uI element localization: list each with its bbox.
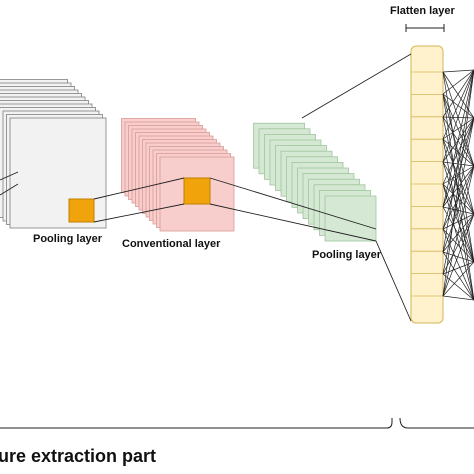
dense-edge: [442, 273, 474, 301]
dense-connections: [442, 69, 474, 301]
dense-edge: [442, 117, 474, 140]
dense-edge: [442, 69, 474, 253]
dense-edge: [442, 69, 474, 140]
dense-edge: [442, 116, 474, 167]
dense-edge: [442, 206, 474, 263]
dense-edge: [442, 161, 474, 263]
pooling-layer-1-stack: [0, 79, 107, 229]
connection-line: [93, 177, 185, 200]
feature-extraction-part-label: ure extraction part: [0, 446, 157, 466]
dense-edge: [442, 69, 474, 95]
classification-brace: [399, 417, 474, 429]
dense-edge: [442, 117, 474, 185]
dense-edge: [442, 228, 474, 301]
conventional-layer-stack: [121, 118, 235, 232]
dense-edge: [442, 183, 474, 215]
dense-edge: [442, 71, 474, 119]
dense-edge: [442, 71, 474, 167]
connection-line: [301, 53, 412, 119]
dense-edge: [442, 161, 474, 167]
dense-edge: [442, 116, 474, 119]
dense-edge: [442, 213, 474, 253]
dense-edge: [442, 138, 474, 167]
connection-line: [0, 171, 19, 181]
dense-edge: [442, 213, 474, 230]
dense-edge: [442, 261, 474, 297]
dense-edge: [442, 165, 474, 253]
dense-edge: [442, 213, 474, 297]
dense-edge: [442, 213, 474, 275]
dense-edge: [442, 165, 474, 185]
dense-edge: [442, 69, 474, 73]
pooling-layer-1-label: Pooling layer: [33, 233, 103, 245]
dense-edge: [442, 117, 474, 275]
flatten-layer-column: [410, 45, 444, 324]
dense-edge: [442, 183, 474, 301]
dense-edge: [442, 71, 474, 263]
dense-edge: [442, 161, 474, 215]
dense-edge: [442, 93, 474, 215]
feature-extraction-brace: [0, 421, 393, 429]
dense-edge: [442, 69, 474, 118]
dense-edge: [442, 138, 474, 301]
pooling-layer-2-stack: [253, 122, 377, 242]
dense-edge: [442, 183, 474, 263]
conventional-layer-label: Conventional layer: [122, 238, 221, 250]
dense-edge: [442, 165, 474, 297]
dense-edge: [442, 228, 474, 263]
stack-connection-lines: [0, 53, 412, 322]
dense-edge: [442, 69, 474, 208]
dense-edge: [442, 93, 474, 167]
dense-edge: [442, 251, 474, 263]
connection-line: [93, 203, 185, 223]
dense-edge: [442, 69, 474, 163]
connection-line: [0, 183, 19, 196]
dense-edge: [442, 116, 474, 263]
dense-edge: [442, 295, 474, 301]
dense-edge: [442, 138, 474, 215]
pooling-layer-2-label: Pooling layer: [312, 249, 382, 261]
dense-edge: [442, 93, 474, 119]
flatten-layer-label: Flatten layer: [390, 5, 455, 17]
conventional-layer-kernel: [183, 177, 211, 205]
dense-edge: [442, 117, 474, 230]
brackets: [0, 24, 474, 429]
dense-edge: [442, 69, 474, 297]
dense-edge: [442, 261, 474, 275]
connection-line: [375, 240, 412, 322]
pooling-layer-1-kernel: [68, 198, 95, 223]
dense-edge: [442, 165, 474, 208]
dense-edge: [442, 206, 474, 215]
pooling-layer-2-sheet: [324, 195, 377, 242]
flatten-column: [410, 45, 444, 324]
connection-line: [209, 203, 377, 242]
connection-line: [209, 177, 377, 230]
